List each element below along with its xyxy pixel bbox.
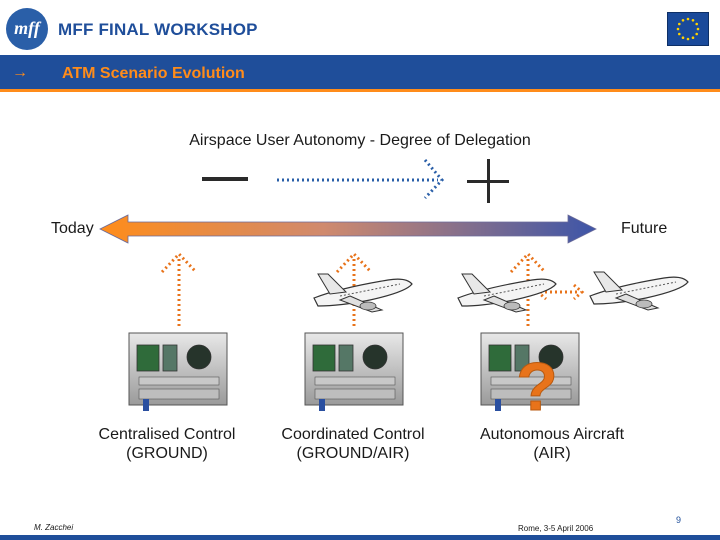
- autonomy-label: Airspace User Autonomy - Degree of Deleg…: [189, 132, 531, 149]
- centralised-control-label: Centralised Control (GROUND): [67, 425, 267, 463]
- control-label-line1: Autonomous Aircraft: [479, 426, 625, 443]
- delegation-arrow: [277, 159, 445, 200]
- control-label-line2: (GROUND/AIR): [296, 445, 410, 462]
- question-mark-icon: ?: [516, 349, 558, 425]
- subtitle-divider: [0, 89, 720, 92]
- control-console-2: [304, 332, 404, 411]
- today-label: Today: [51, 220, 94, 237]
- footer-divider: [0, 535, 720, 540]
- control-console-3: [480, 332, 580, 411]
- coordinated-control-label: Coordinated Control (GROUND/AIR): [253, 425, 453, 463]
- eu-flag-icon: [667, 12, 709, 46]
- timeline-arrow: [99, 214, 597, 244]
- footer-place-date: Rome, 3-5 April 2006: [518, 524, 594, 533]
- control-console-1: [128, 332, 228, 411]
- header-divider: [0, 55, 720, 59]
- upward-arrows: [160, 251, 547, 326]
- minus-icon: [202, 177, 248, 181]
- footer-author: M. Zacchei: [34, 523, 74, 532]
- control-label-line2: (GROUND): [126, 445, 208, 462]
- aircraft-2: [457, 273, 557, 313]
- mff-logo: mff: [6, 8, 48, 50]
- control-label-line1: Centralised Control: [98, 426, 236, 443]
- plus-icon-vertical: [487, 159, 490, 203]
- autonomous-aircraft-label: Autonomous Aircraft (AIR): [452, 425, 652, 463]
- future-label: Future: [621, 220, 668, 237]
- aircraft-1: [313, 273, 413, 313]
- slide-subtitle: ATM Scenario Evolution: [62, 65, 245, 82]
- aircraft-3: [589, 271, 689, 311]
- subtitle-bar: → ATM Scenario Evolution: [0, 59, 720, 89]
- page-number: 9: [676, 515, 682, 525]
- control-label-line1: Coordinated Control: [281, 426, 425, 443]
- workshop-title: MFF FINAL WORKSHOP: [58, 20, 258, 39]
- header: mff MFF FINAL WORKSHOP: [0, 0, 720, 58]
- arrow-right-icon: →: [12, 64, 28, 81]
- control-label-line2: (AIR): [533, 445, 571, 462]
